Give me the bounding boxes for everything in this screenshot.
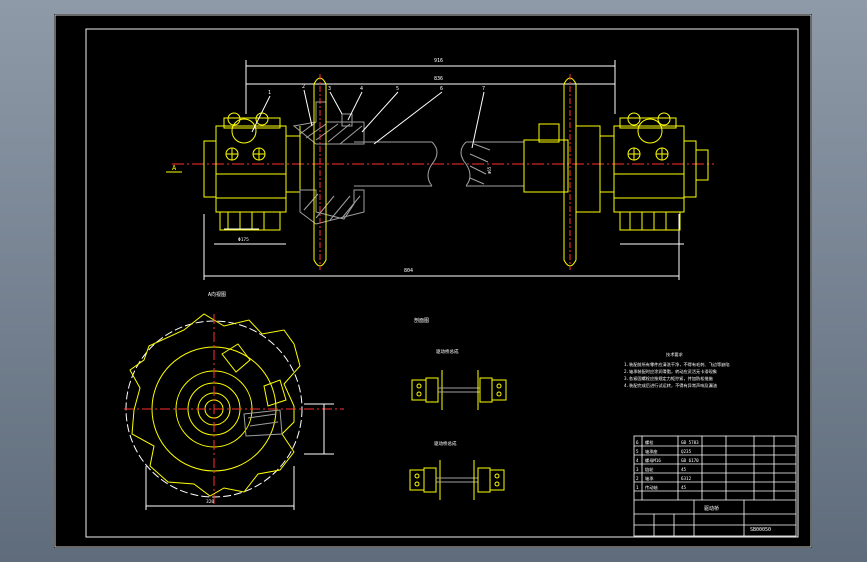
cross-section-title: 剖面图 bbox=[414, 317, 429, 324]
view-a-end-view: A向视图 320 bbox=[124, 291, 344, 510]
parts-row-3-no: 4 bbox=[636, 458, 639, 463]
parts-row-6-no: 1 bbox=[636, 485, 639, 490]
view-a-span-dimension: 320 bbox=[206, 499, 214, 505]
parts-row-4-spec: 45 bbox=[681, 467, 687, 472]
parts-row-5-name: 轴承 bbox=[645, 475, 654, 482]
shaft-diameter-label: Φ65 bbox=[487, 166, 492, 174]
parts-row-5-spec: 6312 bbox=[681, 476, 692, 481]
upper-dimension: 836 bbox=[434, 76, 443, 82]
balloon-1: 1 bbox=[268, 90, 271, 96]
parts-row-2-spec: Q235 bbox=[681, 449, 692, 454]
drawing-number: SB00050 bbox=[750, 527, 771, 533]
notes-title: 技术要求 bbox=[666, 351, 684, 358]
sheet-border bbox=[54, 14, 812, 548]
parts-row-2-no: 5 bbox=[636, 449, 639, 454]
top-overall-dimension: 916 bbox=[434, 58, 443, 64]
balloon-6: 6 bbox=[440, 86, 443, 92]
title-block-name: 驱动桥 bbox=[704, 505, 719, 512]
assembly-variant-1: 驱动桥总成 bbox=[411, 348, 507, 410]
parts-row-3-spec: GB 6170 bbox=[681, 458, 699, 463]
balloon-4: 4 bbox=[360, 86, 363, 92]
bottom-overall-dimension: 804 bbox=[404, 268, 413, 274]
parts-row-6-spec: 45 bbox=[681, 485, 687, 490]
parts-row-6-name: 传动轴 bbox=[645, 484, 658, 491]
balloon-7: 7 bbox=[482, 86, 485, 92]
view-a-title: A向视图 bbox=[208, 291, 226, 298]
parts-row-5-no: 2 bbox=[636, 476, 639, 481]
parts-row-1-no: 6 bbox=[636, 440, 639, 445]
drawing-frame bbox=[85, 28, 799, 538]
parts-row-2-name: 轴承座 bbox=[645, 448, 658, 455]
left-housing-dimension: Φ175 bbox=[238, 237, 249, 243]
parts-list-and-title-block bbox=[633, 435, 797, 537]
assembly-variant-2: 驱动桥总成 bbox=[409, 440, 505, 500]
note-line-4: 4.装配完成后进行试运转，不得有异常声响及漏油 bbox=[624, 382, 717, 389]
variant-2-title: 驱动桥总成 bbox=[434, 440, 457, 447]
note-line-1: 1.装配前所有零件应清洗干净，不得有毛刺、飞边等缺陷 bbox=[624, 361, 730, 368]
balloon-2: 2 bbox=[302, 84, 305, 90]
drawing-sheet: 916 836 804 Φ175 bbox=[54, 14, 812, 548]
parts-list-rows: 6 螺栓 GB 5783 5 轴承座 Q235 4 螺母M16 GB 6170 … bbox=[636, 439, 771, 533]
parts-row-4-no: 3 bbox=[636, 467, 639, 472]
parts-row-3-name: 螺母M16 bbox=[645, 457, 661, 464]
balloon-5: 5 bbox=[396, 86, 399, 92]
main-assembly-view: 916 836 804 Φ175 bbox=[166, 58, 714, 280]
parts-row-4-name: 链轮 bbox=[645, 466, 654, 473]
note-line-3: 3.各紧固螺栓应按规定力矩拧紧，并加防松措施 bbox=[624, 375, 714, 382]
balloon-3: 3 bbox=[328, 86, 331, 92]
variant-1-title: 驱动桥总成 bbox=[436, 348, 459, 355]
parts-row-1-spec: GB 5783 bbox=[681, 440, 699, 445]
parts-row-1-name: 螺栓 bbox=[645, 439, 654, 446]
technical-notes: 技术要求 1.装配前所有零件应清洗干净，不得有毛刺、飞边等缺陷 2.轴承装配时应… bbox=[624, 351, 730, 389]
view-a-arrow: A bbox=[172, 164, 177, 172]
cad-drawing: 916 836 804 Φ175 bbox=[54, 14, 812, 548]
note-line-2: 2.轴承装配时应涂润滑脂，转动应灵活无卡滞现象 bbox=[624, 368, 717, 375]
